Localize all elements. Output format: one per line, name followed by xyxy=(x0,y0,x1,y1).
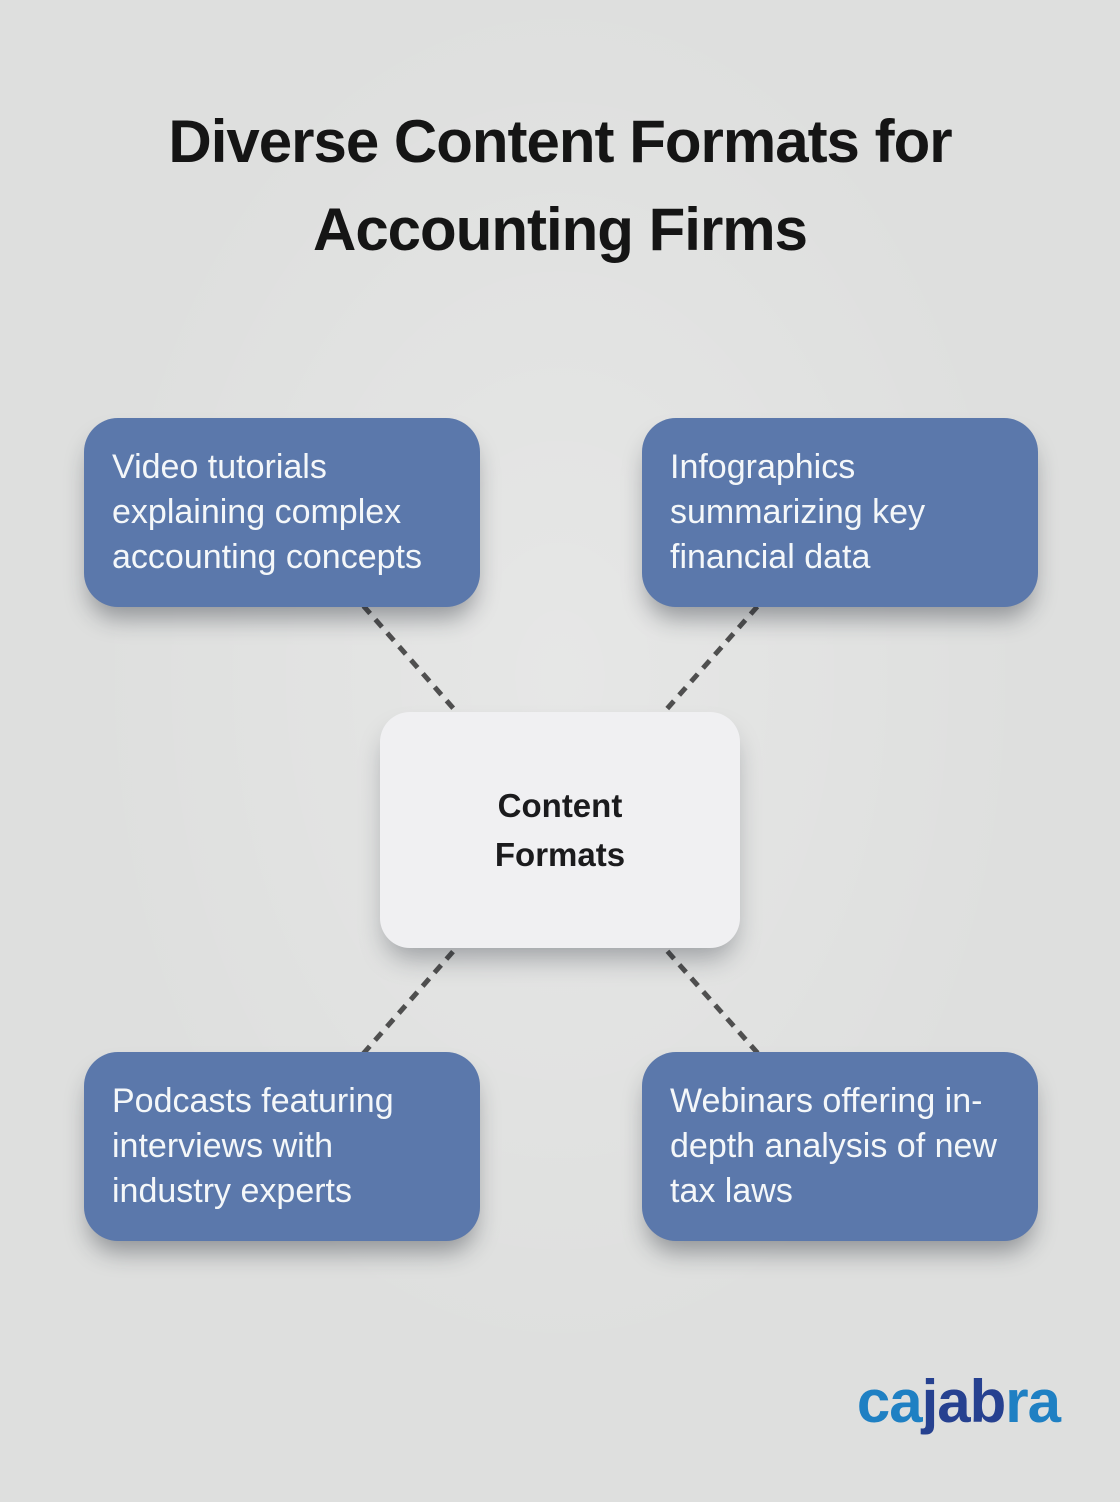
center-node: Content Formats xyxy=(380,712,740,948)
card-video-tutorials-label: Video tutorials explaining complex accou… xyxy=(112,448,422,576)
card-infographics: Infographics summarizing key financial d… xyxy=(642,418,1038,607)
cajabra-logo-part-2: jab xyxy=(921,1368,1007,1435)
cajabra-logo: cajabra xyxy=(857,1372,1061,1432)
card-podcasts: Podcasts featuring interviews with indus… xyxy=(84,1052,480,1241)
page-title: Diverse Content Formats for Accounting F… xyxy=(168,108,952,263)
card-webinars-label: Webinars offering in- depth analysis of … xyxy=(670,1082,997,1210)
card-webinars: Webinars offering in- depth analysis of … xyxy=(642,1052,1038,1241)
cajabra-logo-part-1: ca xyxy=(856,1368,923,1435)
card-video-tutorials: Video tutorials explaining complex accou… xyxy=(84,418,480,607)
center-node-label: Content Formats xyxy=(494,787,626,873)
card-podcasts-label: Podcasts featuring interviews with indus… xyxy=(112,1082,394,1210)
cajabra-logo-part-3: ra xyxy=(1005,1368,1061,1435)
card-infographics-label: Infographics summarizing key financial d… xyxy=(670,448,926,576)
